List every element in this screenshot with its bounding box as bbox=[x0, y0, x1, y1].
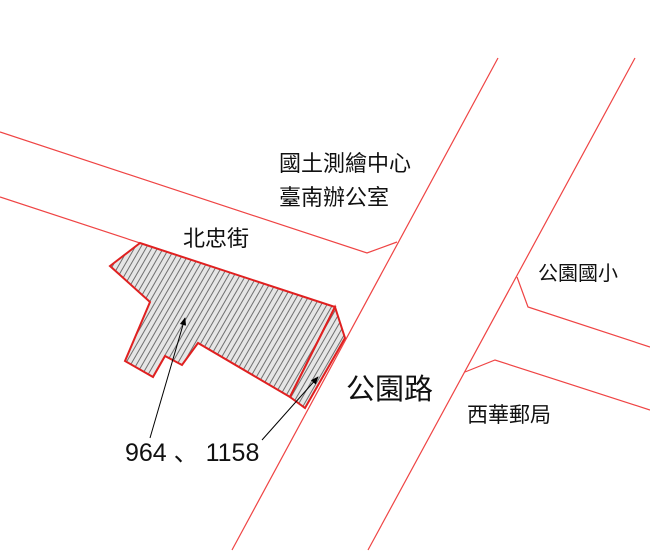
road-boundary-north bbox=[0, 131, 398, 254]
road-boundary-gongyuan-east bbox=[367, 57, 636, 551]
label-gongyuan-school: 公園國小 bbox=[538, 261, 618, 285]
road-boundary-gongyuan-west bbox=[231, 57, 499, 551]
arrow-to-964 bbox=[149, 317, 187, 439]
post-office-boundary bbox=[464, 359, 650, 411]
label-gongyuan-road: 公園路 bbox=[346, 372, 434, 406]
label-parcel-numbers: 964 、 1158 bbox=[125, 439, 260, 467]
school-boundary bbox=[516, 276, 650, 348]
label-office-line2: 臺南辦公室 bbox=[279, 186, 390, 211]
parcel-1158 bbox=[288, 304, 347, 410]
label-xihua-post-office: 西華郵局 bbox=[467, 403, 551, 427]
label-beizhong-street: 北忠街 bbox=[183, 227, 250, 252]
label-office-line1: 國土測繪中心 bbox=[279, 152, 412, 177]
arrow-to-1158 bbox=[261, 376, 319, 441]
